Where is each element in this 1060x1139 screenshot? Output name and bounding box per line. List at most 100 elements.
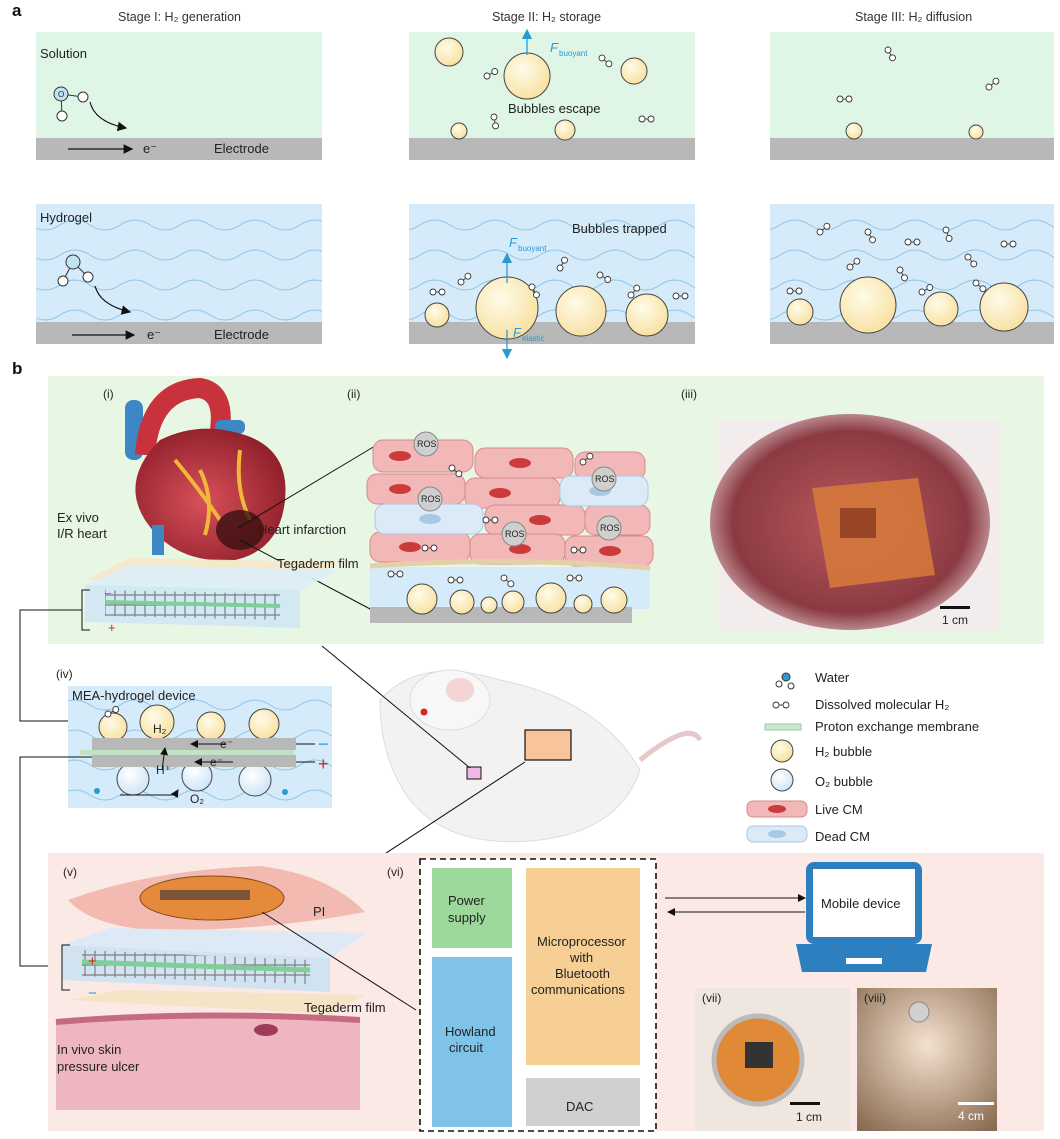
cardiomyocyte-cells: ROS ROS ROS ROS ROS [366,431,654,623]
micro-label-4: communications [531,982,625,997]
laptop-icon[interactable] [796,862,932,972]
scale-1cm-a: 1 cm [942,613,968,627]
legend-water-icon [775,672,795,690]
hplus-label: H⁺ [156,763,171,777]
atom-o: O [58,90,64,99]
legend: Water Dissolved molecular H₂ Proton exch… [746,670,979,844]
heart-photo: 1 cm [710,414,1001,630]
scale-1cm-b: 1 cm [796,1110,822,1124]
label-viii: (viii) [864,991,886,1005]
ex-vivo-label-2: I/R heart [57,526,107,541]
howland-label-2: circuit [449,1040,483,1055]
panel-a-label: a [12,1,22,20]
mea-device-layers [85,558,340,628]
legend-h2-bubble-icon [770,739,794,763]
bubbles-trapped-label: Bubbles trapped [572,221,667,236]
legend-dead-cm-icon [746,825,808,843]
buoyant-sub-hydrogel: buoyant [518,244,547,253]
buoyant-sub-top: buoyant [559,49,588,58]
f-buoyant-top: F [550,40,559,55]
legend-live-cm-icon [746,800,808,818]
mea-title: MEA-hydrogel device [72,688,196,703]
howland-circuit-box [432,957,512,1127]
scale-4cm: 4 cm [958,1109,984,1123]
panel-b-label: b [12,359,22,378]
micro-label-1: Microprocessor [537,934,627,949]
hydrogel-label: Hydrogel [40,210,92,225]
tegaderm-bottom-label: Tegaderm film [304,1000,386,1015]
in-vivo-label-2: pressure ulcer [57,1059,140,1074]
stage3-title: Stage III: H₂ diffusion [855,10,972,24]
legend-o2-bubble: O₂ bubble [815,774,873,789]
stage2-solution: F buoyant Bubbles escape [409,28,695,160]
label-vi: (vi) [387,865,404,879]
e-minus-top: e⁻ [220,737,233,751]
power-supply-label: Power [448,893,486,908]
elastic-sub: elastic [522,334,545,343]
rat-illustration [379,669,703,843]
legend-h2-icon [772,701,790,709]
dac-box [526,1078,640,1126]
ros-3: ROS [421,494,441,504]
bubbles-escape-label: Bubbles escape [508,101,601,116]
power-supply-label-2: supply [448,910,486,925]
stage1-solution: Solution e⁻ Electrode O [36,32,322,160]
stage3-hydrogel [770,204,1054,344]
f-buoyant-hydrogel: F [509,235,518,250]
legend-live-cm: Live CM [815,802,863,817]
mobile-device-label: Mobile device [821,896,901,911]
legend-dissolved-h2: Dissolved molecular H₂ [815,697,949,712]
stage1-hydrogel: Hydrogel e⁻ Electrode [36,204,322,344]
electron-label-2: e⁻ [147,327,161,342]
solution-label: Solution [40,46,87,61]
ros-1: ROS [417,439,437,449]
legend-dead-cm: Dead CM [815,829,870,844]
ros-5: ROS [600,523,620,533]
in-vivo-label: In vivo skin [57,1042,121,1057]
legend-water: Water [815,670,850,685]
power-supply-box [432,868,512,948]
microprocessor-box [526,868,640,1065]
stack-minus: − [88,985,97,1002]
legend-h2-bubble: H₂ bubble [815,744,872,759]
stage3-solution [770,32,1054,160]
plus-sign: + [108,620,116,635]
label-iv: (iv) [56,667,73,681]
mea-plus: + [318,754,329,774]
wearable-stack [55,866,368,1110]
stage1-title: Stage I: H₂ generation [118,10,241,24]
minus-sign: − [104,586,112,601]
mea-hydrogel-device [68,686,332,808]
legend-o2-bubble-icon [770,768,794,792]
ros-2: ROS [595,474,615,484]
f-elastic: F [513,325,522,340]
stack-plus: + [88,953,97,970]
device-photo-vii: 1 cm [695,988,850,1131]
micro-label-3: Bluetooth [555,966,610,981]
ros-4: ROS [505,529,525,539]
tegaderm-top-label: Tegaderm film [277,556,359,571]
dac-label: DAC [566,1099,593,1114]
micro-label-2: with [569,950,593,965]
ex-vivo-label: Ex vivo [57,510,99,525]
pi-label: PI [313,904,325,919]
heart-illustration [125,377,286,561]
legend-pem: Proton exchange membrane [815,719,979,734]
h2-label: H₂ [153,722,167,736]
legend-pem-icon [764,723,802,731]
h2-molecules [483,54,655,130]
label-i: (i) [103,387,114,401]
label-vii: (vii) [702,991,721,1005]
electron-label: e⁻ [143,141,157,156]
heart-infarction-label: Heart infarction [258,522,346,537]
stage2-title: Stage II: H₂ storage [492,10,601,24]
mea-minus: − [318,734,329,754]
label-v: (v) [63,865,77,879]
stage2-hydrogel: F buoyant F elastic Bubbles trapped [409,204,695,360]
label-iii: (iii) [681,387,697,401]
device-photo-viii: 4 cm [857,988,997,1131]
water-molecule-icon [57,254,94,287]
electrode-label: Electrode [214,141,269,156]
e-minus-bottom: e⁻ [210,755,223,769]
